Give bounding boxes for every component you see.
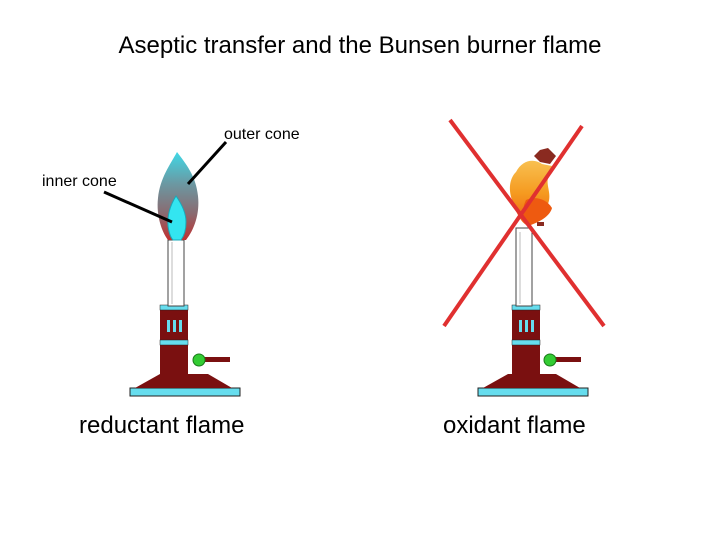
right-caption: oxidant flame (443, 412, 586, 439)
outer-cone-label: outer cone (224, 126, 300, 143)
left-gas-inlet (195, 357, 230, 362)
left-caption: reductant flame (79, 412, 245, 439)
left-base-plate (129, 387, 241, 397)
rejection-cross (442, 118, 606, 328)
inner-cone-label: inner cone (42, 173, 117, 190)
left-bunsen-burner (129, 239, 241, 397)
left-burner-tube (167, 239, 185, 307)
inner-cone-pointer (103, 190, 173, 224)
right-burner-foot (483, 374, 580, 388)
left-burner-foot (135, 374, 232, 388)
right-valve (543, 353, 557, 367)
left-valve (192, 353, 206, 367)
inner-cone-shape (167, 195, 187, 241)
right-base-plate (477, 387, 589, 397)
left-reductant-flame (157, 152, 199, 241)
outer-cone-pointer (186, 140, 228, 186)
right-oxidant-flame (509, 148, 556, 226)
right-bunsen-burner (477, 227, 589, 397)
diagram-title: Aseptic transfer and the Bunsen burner f… (118, 32, 602, 59)
right-gas-inlet (546, 357, 581, 362)
right-burner-tube (515, 227, 533, 307)
